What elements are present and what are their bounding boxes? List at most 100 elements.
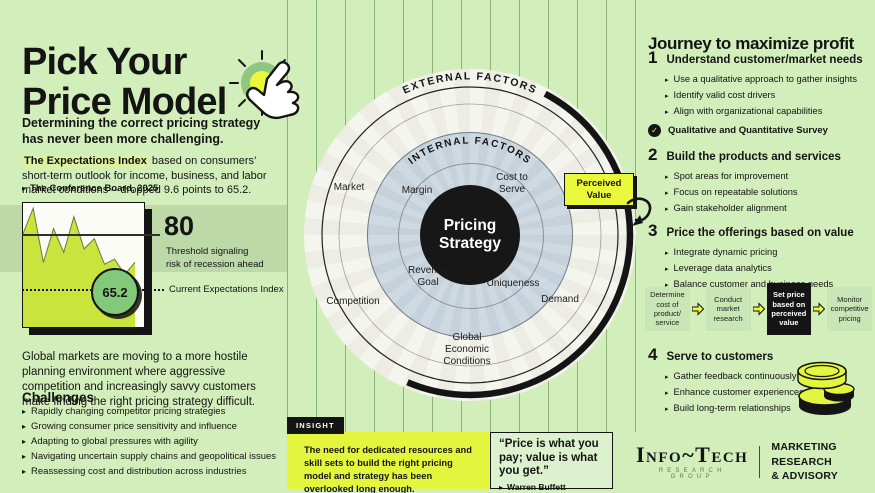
bullet-icon: ▸: [22, 451, 27, 461]
bullet-text: Use a qualitative approach to gather ins…: [673, 74, 857, 84]
list-item: ▸Reassessing cost and distribution acros…: [22, 466, 292, 477]
flow-step-monitor-pricing: Monitor competitive pricing: [827, 287, 872, 331]
journey-title: Journey to maximize profit: [648, 34, 854, 54]
list-item: ▸Adapting to global pressures with agili…: [22, 435, 292, 447]
expectations-outline: [23, 206, 136, 276]
flow-step-set-price: Set price based on perceived value: [766, 283, 812, 335]
step-heading: 3 Price the offerings based on value: [648, 221, 872, 241]
source-citation: ▸ The Conference Board, 2025: [22, 183, 158, 194]
list-item: ▸ Identify valid cost drivers: [665, 90, 872, 101]
list-item: ▸Focus on repeatable solutions: [665, 187, 872, 198]
threshold-value: 80: [164, 211, 195, 241]
bullet-icon: ▸: [22, 421, 27, 431]
wheel-label-uniqueness: Uniqueness: [486, 278, 540, 289]
step-number: 4: [648, 345, 658, 364]
bullet-text: Spot areas for improvement: [673, 171, 789, 181]
threshold-caption: Threshold signaling risk of recession ah…: [166, 246, 264, 270]
journey-step-4: 4 Serve to customers ▸Gather feedback co…: [648, 345, 872, 420]
bullet-text: Build long-term relationships: [673, 403, 791, 414]
pointer-hand-illustration: [229, 50, 300, 120]
internal-factors-arc-label: INTERNAL FACTORS: [407, 136, 534, 167]
curved-arrow-icon: [626, 197, 652, 226]
step-number: 2: [648, 145, 658, 164]
list-item: ▸ Growing consumer price sensitivity and …: [22, 420, 292, 432]
flow-arrow-icon: [691, 302, 704, 316]
bullet-text: Balance customer and business needs: [673, 279, 834, 290]
pricing-strategy-hub: Pricing Strategy: [420, 185, 520, 285]
list-item: ▸Integrate dynamic pricing: [665, 247, 872, 258]
list-item: ▸ Align with organizational capabilities: [665, 106, 872, 117]
list-item: ▸Leverage data analytics: [665, 263, 872, 274]
journey-step-2: 2 Build the products and services ▸Spot …: [648, 145, 872, 220]
flow-step-determine-cost: Determine cost of product/ service: [645, 287, 690, 331]
wheel-label-margin: Margin: [401, 185, 433, 196]
list-item: ▸Gain stakeholder alignment: [665, 203, 872, 214]
step-title: Price the offerings based on value: [666, 227, 854, 239]
list-item: ▸ Build long-term relationships: [665, 403, 872, 414]
list-item: ▸ Use a qualitative approach to gather in…: [665, 74, 872, 85]
quote-author: ▸ Warren Buffett: [499, 482, 604, 492]
bullet-icon: ▸: [665, 249, 669, 257]
bullet-text: Enhance customer experiences: [673, 387, 804, 398]
challenge-text: Adapting to global pressures with agilit…: [31, 435, 198, 447]
bullet-icon: ▸: [665, 76, 669, 84]
wheel-overlay: EXTERNAL FACTORS: [306, 70, 634, 399]
bullet-icon: ▸: [665, 92, 669, 101]
journey-step-1: 1 Understand customer/market needs ▸ Use …: [648, 48, 872, 138]
bullet-icon: ▸: [665, 265, 669, 274]
current-index-badge: 65.2: [91, 268, 139, 316]
survey-check-row: ✓ Qualitative and Quantitative Survey: [648, 124, 872, 138]
brand-logo: Info~Tech RESEARCH GROUP: [636, 444, 748, 481]
bullet-text: Identify valid cost drivers: [673, 90, 776, 101]
bullet-icon: ▸: [665, 389, 669, 398]
bullet-text: Align with organizational capabilities: [673, 106, 823, 117]
perceived-value-tag: Perceived Value: [564, 173, 634, 206]
bullet-icon: ▸: [665, 108, 669, 117]
challenge-text: Navigating uncertain supply chains and g…: [31, 450, 277, 462]
journey-step-3: 3 Price the offerings based on value ▸In…: [648, 221, 872, 296]
expectations-index-highlight: The Expectations Index: [22, 155, 149, 167]
step-title: Serve to customers: [666, 351, 774, 363]
quote-box: “Price is what you pay; value is what yo…: [490, 432, 613, 492]
challenges-heading: Challenges: [22, 390, 95, 405]
flow-arrow-icon: [813, 302, 826, 316]
wheel-inner-divider-arc: [398, 163, 544, 309]
wheel-label-global-economic-conditions: Global Economic Conditions: [443, 332, 491, 367]
wheel-label-market: Market: [333, 182, 365, 193]
challenge-text: Growing consumer price sensitivity and i…: [31, 420, 237, 432]
bullet-icon: ▸: [22, 183, 27, 193]
wheel-label-demand: Demand: [541, 294, 579, 305]
challenge-text: Rapidly changing competitor pricing stra…: [31, 406, 226, 417]
list-item: ▸Rapidly changing competitor pricing str…: [22, 406, 292, 417]
division-label: MARKETING RESEARCH & ADVISORY: [771, 441, 838, 483]
list-item: ▸Balance customer and business needs: [665, 279, 872, 290]
current-index-caption: Current Expectations Index: [169, 284, 284, 295]
bullet-text: Focus on repeatable solutions: [673, 187, 798, 198]
bullet-icon: ▸: [499, 482, 504, 492]
flow-step-market-research: Conduct market research: [705, 287, 751, 331]
list-item: ▸Gather feedback continuously: [665, 371, 872, 382]
quote-text: “Price is what you pay; value is what yo…: [499, 438, 599, 478]
insight-tag: INSIGHT: [287, 417, 344, 434]
bullet-icon: ▸: [665, 173, 669, 181]
wheel-divider-arc: [338, 103, 602, 367]
logo-divider: [759, 446, 761, 479]
wheel-label-competition: Competition: [326, 296, 380, 307]
wheel-shadow-arc: [306, 71, 634, 399]
bullet-icon: ▸: [665, 405, 669, 414]
intro-text: based on consumers’ short-term outlook f…: [22, 155, 267, 197]
footer-brand-row: Info~Tech RESEARCH GROUP MARKETING RESEA…: [636, 440, 875, 484]
step-number: 1: [648, 48, 658, 67]
survey-check-label: Qualitative and Quantitative Survey: [668, 125, 828, 137]
bullet-icon: ▸: [665, 373, 669, 381]
flow-arrow-icon: [752, 302, 765, 316]
challenges-list: ▸ Rapidly changing competitor pricing str…: [22, 406, 292, 482]
step-heading: 4 Serve to customers: [648, 345, 872, 365]
quote-author-name: Warren Buffett: [507, 481, 566, 492]
step-heading: 1 Understand customer/market needs: [648, 48, 872, 68]
wheel-label-cost-to-serve: Cost to Serve: [496, 172, 528, 195]
coins-illustration: [797, 361, 855, 415]
threshold-line: [22, 234, 160, 236]
page-subtitle: Determining the correct pricing strategy…: [22, 115, 261, 146]
step-number: 3: [648, 221, 658, 240]
